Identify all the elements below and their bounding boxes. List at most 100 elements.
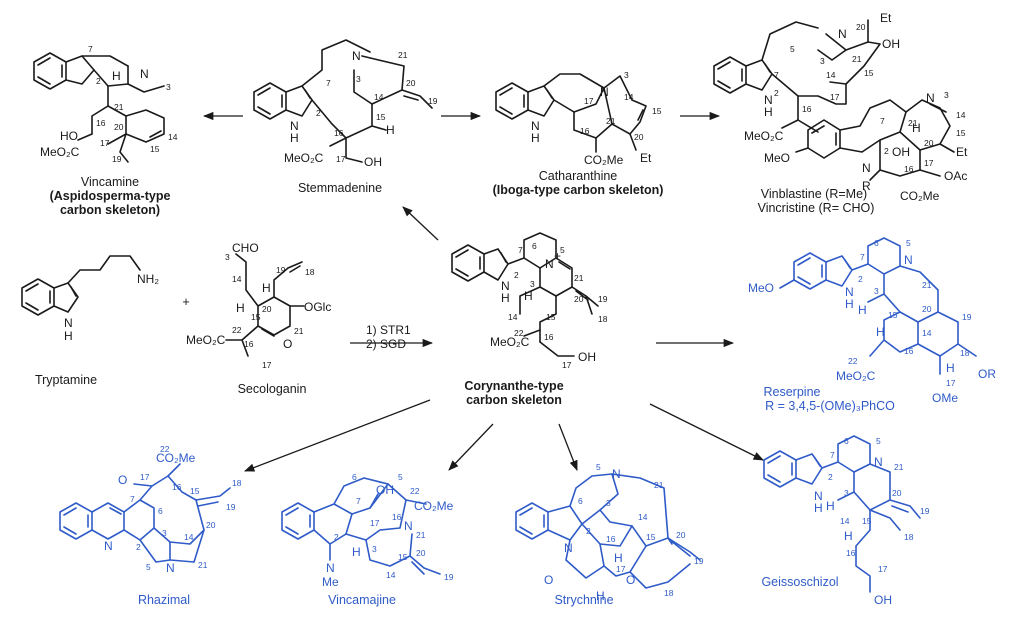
vinblastine-r-label: R <box>862 179 871 193</box>
secologanin-o-label: O <box>283 337 292 351</box>
vincamajine-n-label: N <box>404 519 413 533</box>
strychnine-num-3: 3 <box>606 498 611 508</box>
vinblastine-name-line1: Vinblastine (R=Me) <box>761 187 867 201</box>
reserpine-h15-label: H <box>876 325 885 339</box>
center-num-5: 5 <box>560 245 565 255</box>
rhazimal-num-21: 21 <box>198 560 208 570</box>
vincamine-name-line3: carbon skeleton) <box>60 203 160 217</box>
rhazimal-num-14: 14 <box>184 532 194 542</box>
vinblastine-num-14-bottom: 14 <box>956 110 966 120</box>
reserpine-h-b-label: H <box>946 361 955 375</box>
geissoschizol-oh-label: OH <box>874 593 892 607</box>
reserpine-num-6: 6 <box>874 238 879 248</box>
reserpine-num-18: 18 <box>960 348 970 358</box>
rhazimal-num-17: 17 <box>140 472 150 482</box>
reserpine-n-label: N <box>904 253 913 267</box>
center-num-19: 19 <box>598 294 608 304</box>
center-num-14: 14 <box>508 312 518 322</box>
center-n-plus-label: N <box>545 257 554 271</box>
geissoschizol-num-16: 16 <box>846 548 856 558</box>
strychnine-num-17: 17 <box>616 564 626 574</box>
center-num-17: 17 <box>562 360 572 370</box>
vincamajine-num-6: 6 <box>352 472 357 482</box>
reserpine-h-label: H <box>845 297 854 311</box>
vinblastine-oh-top-label: OH <box>882 37 900 51</box>
step-1-label: 1) STR1 <box>366 323 411 337</box>
vincamine-num-14: 14 <box>168 132 178 142</box>
stemmadenine-num-3: 3 <box>356 74 361 84</box>
reserpine-num-22: 22 <box>848 356 858 366</box>
geissoschizol-structure: N H N H H OH 6 7 5 2 3 21 14 20 19 15 18… <box>763 435 930 607</box>
vinblastine-nh-label: N <box>764 93 773 107</box>
center-num-22: 22 <box>514 328 524 338</box>
vinblastine-et-top-label: Et <box>880 11 892 25</box>
stemmadenine-num-14: 14 <box>374 92 384 102</box>
geissoschizol-num-2: 2 <box>828 472 833 482</box>
vincamajine-num-17: 17 <box>370 518 380 528</box>
stemmadenine-num-2: 2 <box>316 108 321 118</box>
geissoschizol-num-14: 14 <box>840 516 850 526</box>
stemmadenine-num-16: 16 <box>334 128 344 138</box>
strychnine-num-18: 18 <box>664 588 674 598</box>
stemmadenine-num-17: 17 <box>336 154 346 164</box>
stemmadenine-oh-label: OH <box>364 155 382 169</box>
reserpine-meo-label: MeO <box>748 281 774 295</box>
vincamajine-num-3: 3 <box>372 544 377 554</box>
geissoschizol-h-label: H <box>826 499 835 513</box>
secologanin-cho-label: CHO <box>232 241 259 255</box>
vincamajine-num-5: 5 <box>398 472 403 482</box>
tryptamine-structure: N H NH₂ <box>21 255 159 343</box>
vincamine-num-21: 21 <box>114 102 124 112</box>
vinblastine-num-14-top: 14 <box>826 70 836 80</box>
reserpine-num-21: 21 <box>922 280 932 290</box>
vincamajine-me-label: Me <box>322 575 339 589</box>
center-nh-label: N <box>501 279 510 293</box>
vinblastine-num-16-bottom: 16 <box>904 164 914 174</box>
catharanthine-h-label: H <box>531 131 540 145</box>
vincamine-num-16: 16 <box>96 118 106 128</box>
center-num-18: 18 <box>598 314 608 324</box>
reserpine-ome-label: OMe <box>932 391 958 405</box>
vinblastine-oh-bottom-label: OH <box>892 145 910 159</box>
vincamajine-num-2: 2 <box>334 532 339 542</box>
vincamajine-name: Vincamajine <box>328 593 396 607</box>
rhazimal-num-18: 18 <box>232 478 242 488</box>
strychnine-o-label: O <box>626 573 635 587</box>
center-name-line2: carbon skeleton <box>466 393 562 407</box>
stemmadenine-h15-label: H <box>386 123 395 137</box>
tryptamine-name: Tryptamine <box>35 373 97 387</box>
catharanthine-co2me-label: CO₂Me <box>584 153 624 167</box>
stemmadenine-num-21: 21 <box>398 50 408 60</box>
step-2-label: 2) SGD <box>366 337 406 351</box>
strychnine-h2-label: H <box>596 589 605 603</box>
geissoschizol-h15-label: H <box>844 529 853 543</box>
rhazimal-num-6: 6 <box>158 506 163 516</box>
reaction-arrows <box>202 111 764 472</box>
vinblastine-num-20-top: 20 <box>856 22 866 32</box>
secologanin-structure: CHO OGlc O MeO₂C H H 3 19 18 14 20 15 21… <box>186 241 331 370</box>
center-num-6: 6 <box>532 241 537 251</box>
stemmadenine-name: Stemmadenine <box>298 181 382 195</box>
vinblastine-et-bottom-label: Et <box>956 145 968 159</box>
center-num-20: 20 <box>574 294 584 304</box>
geissoschizol-nh-label: N <box>814 489 823 503</box>
vinblastine-num-16-top: 16 <box>802 104 812 114</box>
vinblastine-h-bottom-label: H <box>912 121 921 135</box>
strychnine-num-5: 5 <box>596 462 601 472</box>
vinblastine-num-3-bottom: 3 <box>944 90 949 100</box>
geissoschizol-num-17: 17 <box>878 564 888 574</box>
rhazimal-structure: O N N CO₂Me 17 22 16 7 15 6 18 19 2 3 14… <box>59 444 242 575</box>
reserpine-meo2c-label: MeO₂C <box>836 369 876 383</box>
vincamajine-num-21: 21 <box>416 530 426 540</box>
rhazimal-num-22: 22 <box>160 444 170 454</box>
strychnine-n-label: N <box>612 467 621 481</box>
vinblastine-structure: N Et OH N H MeO₂C N H Et MeO N R OH OAc … <box>713 11 968 203</box>
stemmadenine-num-20: 20 <box>406 78 416 88</box>
stemmadenine-num-15: 15 <box>376 112 386 122</box>
center-num-21: 21 <box>574 273 584 283</box>
vincamajine-num-15: 15 <box>398 552 408 562</box>
catharanthine-num-3: 3 <box>624 70 629 80</box>
strychnine-n-amide-label: N <box>564 541 573 555</box>
vinblastine-name-line2: Vincristine (R= CHO) <box>758 201 875 215</box>
geissoschizol-num-18: 18 <box>904 532 914 542</box>
